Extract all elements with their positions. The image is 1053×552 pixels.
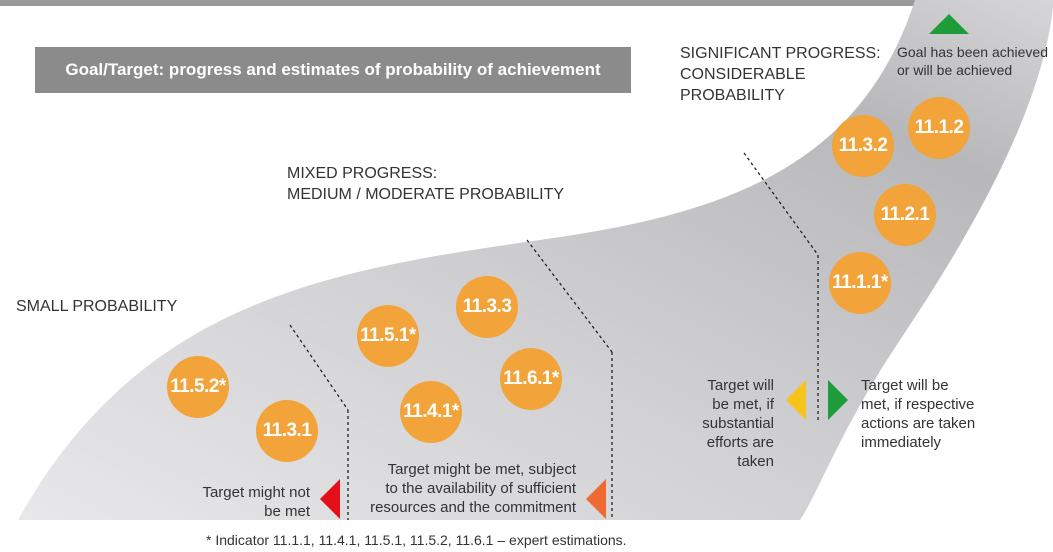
top-strip bbox=[0, 0, 1053, 6]
yellow-arrow-icon bbox=[786, 380, 806, 420]
progress-band bbox=[18, 0, 1053, 520]
legend-green-line3: actions are taken bbox=[861, 415, 976, 432]
legend-red-line1: Target might not bbox=[202, 484, 310, 501]
red-arrow-icon bbox=[320, 479, 340, 519]
footnote: * Indicator 11.1.1, 11.4.1, 11.5.1, 11.5… bbox=[206, 532, 627, 548]
indicator-circle: 11.2.1 bbox=[874, 184, 936, 246]
indicator-circle: 11.6.1* bbox=[500, 348, 562, 410]
zone-label-mixed-line1: MIXED PROGRESS: bbox=[287, 165, 438, 182]
orange-arrow-icon bbox=[586, 479, 606, 519]
indicator-circle: 11.5.2* bbox=[167, 356, 229, 418]
legend-orange-text: Target might be met, subject to the avai… bbox=[340, 460, 576, 517]
legend-red-line2: be met bbox=[264, 503, 310, 520]
legend-yellow-line3: substantial bbox=[702, 415, 774, 432]
divider-1 bbox=[289, 324, 349, 411]
zone-label-significant-line3: PROBABILITY bbox=[680, 87, 785, 104]
zone-label-significant: SIGNIFICANT PROGRESS: CONSIDERABLE PROBA… bbox=[680, 43, 881, 106]
indicator-circle: 11.1.2 bbox=[908, 97, 970, 159]
legend-red-text: Target might not be met bbox=[150, 483, 310, 521]
legend-yellow-line4: efforts are bbox=[706, 434, 774, 451]
legend-green-text: Target will be met, if respective action… bbox=[861, 376, 1011, 452]
legend-green-line4: immediately bbox=[861, 434, 942, 451]
indicator-circle: 11.3.3 bbox=[456, 276, 518, 338]
legend-green-line1: Target will be bbox=[861, 377, 949, 394]
legend-orange-line2: to the availability of sufficient bbox=[385, 480, 576, 497]
zone-label-small: SMALL PROBABILITY bbox=[16, 298, 178, 315]
zone-label-mixed-line2: MEDIUM / MODERATE PROBABILITY bbox=[287, 186, 565, 203]
zone-label-mixed: MIXED PROGRESS: MEDIUM / MODERATE PROBAB… bbox=[287, 163, 564, 205]
indicator-circle: 11.5.1* bbox=[357, 305, 419, 367]
indicator-circle: 11.4.1* bbox=[400, 381, 462, 443]
zone-label-significant-line2: CONSIDERABLE bbox=[680, 66, 806, 83]
page-title: Goal/Target: progress and estimates of p… bbox=[35, 47, 631, 93]
legend-green-line2: met, if respective bbox=[861, 396, 975, 413]
green-arrow-icon bbox=[828, 380, 848, 420]
green-up-arrow-icon bbox=[929, 14, 969, 34]
legend-achieved-text: Goal has been achieved or will be achiev… bbox=[897, 43, 1053, 79]
legend-orange-line3: resources and the commitment bbox=[370, 499, 576, 516]
legend-yellow-line5: taken bbox=[737, 453, 774, 470]
indicator-circle: 11.1.1* bbox=[829, 252, 891, 314]
indicator-circle: 11.3.2 bbox=[832, 115, 894, 177]
legend-achieved-line2: or will be achieved bbox=[897, 62, 1013, 78]
indicator-circle: 11.3.1 bbox=[256, 400, 318, 462]
zone-label-significant-line1: SIGNIFICANT PROGRESS: bbox=[680, 45, 881, 62]
legend-yellow-line1: Target will bbox=[707, 377, 774, 394]
legend-orange-line1: Target might be met, subject bbox=[387, 461, 576, 478]
legend-yellow-line2: be met, if bbox=[712, 396, 774, 413]
legend-yellow-text: Target will be met, if substantial effor… bbox=[660, 376, 774, 471]
legend-achieved-line1: Goal has been achieved bbox=[897, 44, 1048, 60]
